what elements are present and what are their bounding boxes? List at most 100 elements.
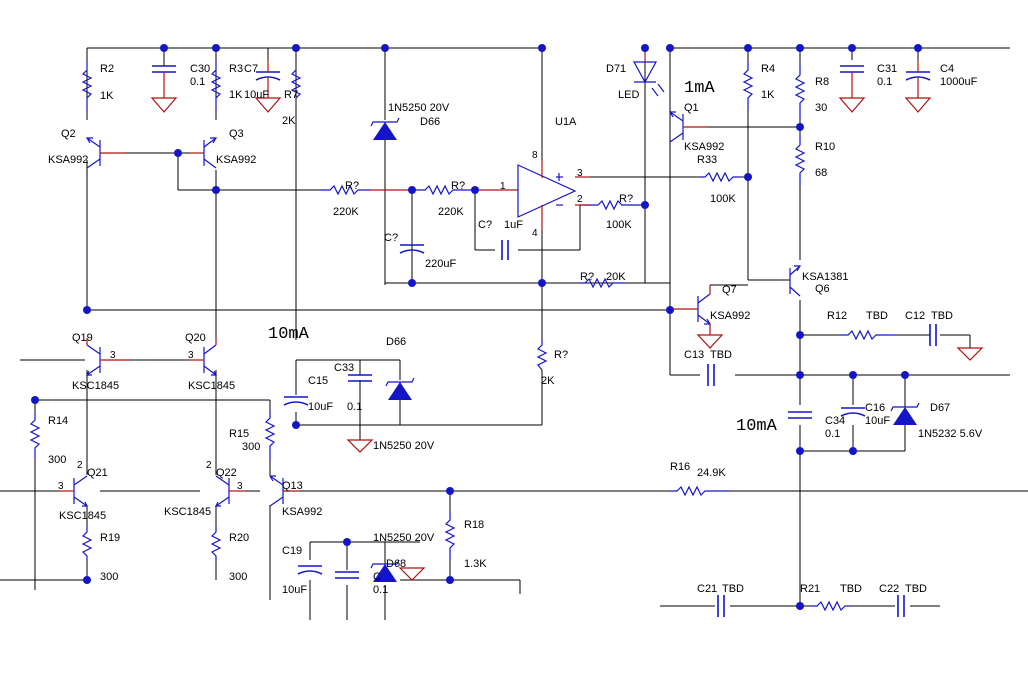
component-ref: R21: [800, 583, 821, 595]
ground-icon: [150, 97, 178, 113]
component-ref: C7: [244, 63, 259, 75]
resistor-r33: [700, 171, 740, 183]
pin-label: 3: [58, 481, 64, 492]
text-labels: 3 3 2 3 2 3 3 2 1 8 4 1mA 10mA 10mA: [58, 79, 778, 492]
component-ref: R2: [100, 63, 115, 75]
opamp-icon: [517, 164, 577, 218]
component-value: 10uF: [244, 89, 270, 101]
transistor-q2: [85, 137, 125, 169]
component-value: 30: [815, 102, 828, 114]
component-part: 1N5250 20V: [373, 440, 435, 452]
resistor-rq5: [536, 340, 548, 371]
component-ref: R19: [100, 532, 121, 544]
transistor-q7: [670, 285, 712, 335]
component-part: KSA992: [710, 310, 751, 322]
ground-icon: [904, 97, 932, 113]
component-ref: R33: [697, 154, 718, 166]
component-value: 10uF: [308, 401, 334, 413]
component-ref: C19: [282, 545, 303, 557]
resistor-r4: [742, 60, 754, 110]
component-value: 1uF: [504, 219, 523, 231]
component-ref: C15: [308, 375, 329, 387]
resistors: [29, 60, 895, 612]
component-ref: R18: [464, 519, 485, 531]
component-ref: R?: [451, 180, 466, 192]
component-value: 300: [100, 571, 119, 583]
ground-icon: [838, 97, 866, 113]
zener-diode-icon: [388, 382, 412, 400]
resistor-r18: [444, 510, 456, 560]
component-value: 300: [229, 571, 248, 583]
ground-icon: [346, 439, 374, 453]
current-annotation: 10mA: [268, 325, 310, 344]
component-ref: Q21: [87, 467, 108, 479]
component-value: 100K: [606, 219, 632, 231]
component-ref: C?: [478, 219, 493, 231]
component-value: 300: [48, 454, 67, 466]
component-part: KSA992: [216, 154, 257, 166]
pin-label: 4: [532, 228, 538, 239]
component-ref: D67: [930, 402, 951, 414]
resistor-r3: [210, 60, 222, 110]
component-ref: R?: [580, 271, 595, 283]
component-value: 10uF: [282, 584, 308, 596]
pin-label: 3: [188, 350, 194, 361]
component-ref: Q1: [684, 102, 699, 114]
component-ref: Q20: [185, 332, 206, 344]
diodes: [370, 48, 920, 582]
component-ref: R12: [827, 310, 848, 322]
component-value: 1000uF: [940, 76, 978, 88]
component-ref: Q7: [722, 284, 737, 296]
pin-label: 3: [237, 481, 243, 492]
zener-diode-icon: [373, 564, 397, 582]
component-ref: D66: [386, 336, 407, 348]
component-value: 24.9K: [697, 467, 726, 479]
component-ref: C34: [825, 415, 846, 427]
resistor-r10: [794, 135, 806, 185]
component-ref: R4: [761, 63, 776, 75]
transistor-q20: [190, 338, 217, 376]
component-ref: C21: [697, 583, 718, 595]
component-ref: Q22: [216, 467, 237, 479]
resistor-r14: [29, 412, 41, 460]
component-value: 1K: [229, 89, 243, 101]
component-value: 2K: [282, 115, 296, 127]
ground-icon: [696, 334, 724, 349]
wires: [0, 47, 1028, 620]
transistor-q22: [215, 475, 245, 507]
transistor-q3: [190, 137, 218, 169]
resistor-r7: [290, 69, 302, 99]
component-value: TBD: [710, 349, 732, 361]
component-ref: Q13: [282, 480, 303, 492]
pin-label: 8: [532, 150, 538, 161]
component-part: KSC1845: [72, 380, 120, 392]
transistor-q19: [86, 338, 130, 376]
component-ref: D66: [420, 116, 441, 128]
component-ref: R16: [670, 461, 691, 473]
component-part: KSC1845: [59, 510, 107, 522]
ground-icon: [956, 347, 984, 361]
pin-label: 3: [577, 168, 583, 179]
resistor-r16: [670, 485, 730, 497]
pin-label: 3: [110, 350, 116, 361]
component-part: 1N5250 20V: [388, 102, 450, 114]
component-value: TBD: [840, 583, 862, 595]
component-ref: C13: [684, 349, 705, 361]
component-ref: C: [373, 571, 381, 583]
component-ref: C16: [865, 402, 886, 414]
component-ref: R20: [229, 532, 250, 544]
zener-diode-icon: [373, 122, 397, 140]
pin-label: 2: [77, 460, 83, 471]
component-value: TBD: [905, 583, 927, 595]
resistor-r19: [81, 525, 93, 560]
component-value: 0.1: [877, 76, 893, 88]
component-ref: R?: [345, 180, 360, 192]
component-value: 68: [815, 167, 828, 179]
component-ref: R?: [554, 349, 569, 361]
component-ref: C31: [877, 63, 898, 75]
current-annotation: 10mA: [736, 417, 778, 436]
component-part: KSA992: [48, 154, 89, 166]
opamp-u1a: [517, 160, 590, 230]
component-part: KSC1845: [164, 506, 212, 518]
